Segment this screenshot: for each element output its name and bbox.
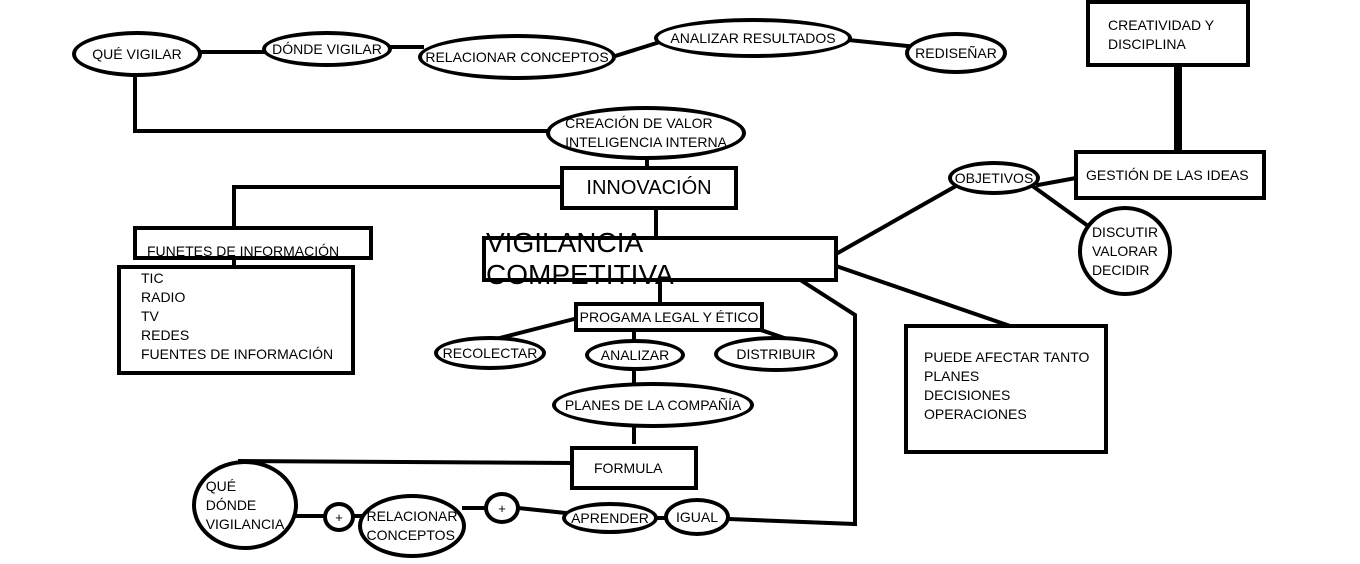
node-label: CREACIÓN DE VALOR INTELIGENCIA INTERNA — [565, 115, 727, 150]
connector-line — [725, 278, 857, 527]
node-discutir-valorar-decidir: DISCUTIR VALORAR DECIDIR — [1078, 206, 1172, 296]
node-que-donde-vigilancia: QUÉ DÓNDE VIGILANCIA — [192, 460, 298, 550]
node-label: CREATIVIDAD Y DISCIPLINA — [1108, 17, 1215, 52]
node-que-vigilar: QUÉ VIGILAR — [72, 31, 202, 77]
node-label: + — [498, 500, 506, 516]
node-label: RELACIONAR CONCEPTOS — [366, 508, 458, 543]
plus-operator: + — [323, 502, 355, 532]
node-puede-afectar: PUEDE AFECTAR TANTO PLANES DECISIONES OP… — [904, 324, 1108, 454]
node-planes-compania: PLANES DE LA COMPAÑÍA — [552, 382, 754, 428]
node-igual: IGUAL — [664, 498, 730, 536]
connector-line — [1031, 184, 1091, 229]
node-creatividad-disciplina: CREATIVIDAD Y DISCIPLINA — [1086, 0, 1250, 67]
node-donde-vigilar: DÓNDE VIGILAR — [262, 31, 392, 67]
node-fuentes-list: TIC RADIO TV REDES FUENTES DE INFORMACIÓ… — [117, 265, 355, 375]
node-label: FORMULA — [594, 459, 663, 476]
connector-line — [1035, 175, 1079, 188]
node-label: + — [335, 509, 343, 525]
node-recolectar: RECOLECTAR — [434, 336, 546, 370]
connector-line — [845, 37, 911, 49]
connector-line — [833, 263, 1013, 329]
connector-line — [515, 505, 569, 516]
node-label: DÓNDE VIGILAR — [272, 40, 382, 57]
connector-line — [497, 315, 581, 341]
node-label: RECOLECTAR — [442, 344, 538, 361]
connector-line — [237, 458, 575, 466]
node-label: OBJETIVOS — [954, 169, 1034, 186]
connector-line — [609, 39, 663, 60]
connector-line — [833, 183, 959, 257]
node-creacion-valor: CREACIÓN DE VALOR INTELIGENCIA INTERNA — [546, 106, 746, 160]
node-label: TIC RADIO TV REDES FUENTES DE INFORMACIÓ… — [141, 270, 334, 362]
node-label: PROGAMA LEGAL Y ÉTICO — [579, 308, 759, 325]
node-label: GESTIÓN DE LAS IDEAS — [1086, 166, 1249, 183]
node-label: APRENDER — [571, 509, 649, 526]
node-programa-legal-etico: PROGAMA LEGAL Y ÉTICO — [574, 302, 764, 332]
node-distribuir: DISTRIBUIR — [714, 336, 838, 372]
node-label: INNOVACIÓN — [586, 177, 712, 199]
node-formula: FORMULA — [570, 446, 698, 490]
node-relacionar-conceptos-bottom: RELACIONAR CONCEPTOS — [358, 494, 466, 558]
node-vigilancia-competitiva: VIGILANCIA COMPETITIVA — [482, 227, 838, 290]
node-label: ANALIZAR — [600, 346, 670, 363]
node-analizar: ANALIZAR — [585, 339, 685, 371]
node-funetes-header: FUNETES DE INFORMACIÓN — [133, 226, 373, 260]
node-label: QUÉ DÓNDE VIGILANCIA — [205, 477, 285, 532]
node-innovacion: INNOVACIÓN — [560, 166, 738, 210]
node-label: DISTRIBUIR — [736, 345, 816, 362]
node-objetivos: OBJETIVOS — [948, 161, 1040, 195]
node-label: IGUAL — [675, 508, 718, 525]
connector-line — [133, 76, 552, 133]
node-relacionar-conceptos-top: RELACIONAR CONCEPTOS — [418, 34, 616, 80]
node-aprender: APRENDER — [562, 502, 658, 534]
node-gestion-ideas: GESTIÓN DE LAS IDEAS — [1074, 150, 1266, 200]
node-label: DISCUTIR VALORAR DECIDIR — [1091, 223, 1159, 278]
plus-operator: + — [484, 492, 520, 524]
node-label: ANALIZAR RESULTADOS — [670, 29, 836, 46]
connector-line — [232, 185, 564, 230]
node-label: QUÉ VIGILAR — [92, 45, 182, 62]
node-label: PUEDE AFECTAR TANTO PLANES DECISIONES OP… — [924, 349, 1090, 422]
node-redisenar: REDISEÑAR — [905, 32, 1007, 74]
node-label: RELACIONAR CONCEPTOS — [425, 48, 609, 65]
node-label: VIGILANCIA COMPETITIVA — [486, 227, 674, 290]
node-label: FUNETES DE INFORMACIÓN — [147, 243, 340, 259]
node-label: REDISEÑAR — [915, 44, 997, 61]
node-label: PLANES DE LA COMPAÑÍA — [564, 396, 742, 413]
node-analizar-resultados: ANALIZAR RESULTADOS — [654, 18, 852, 58]
